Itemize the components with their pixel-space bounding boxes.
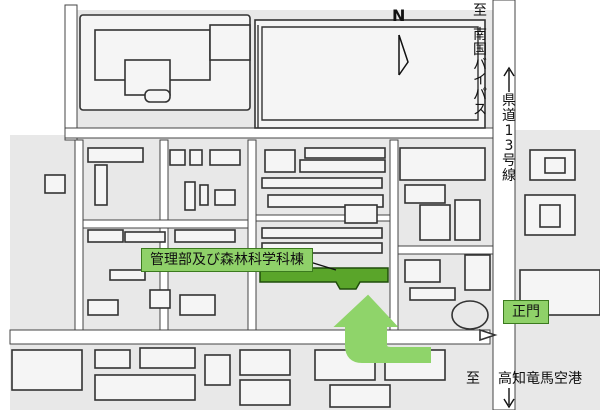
label-leader-line (309, 261, 337, 271)
route-arrow (333, 294, 431, 363)
north-road-arrow-icon (503, 66, 515, 92)
east-buildings (399, 147, 491, 301)
central-west-buildings (169, 149, 241, 316)
north-to-label: 至 (473, 3, 487, 19)
north-arrow-icon (398, 34, 409, 76)
gate-roundabout (451, 300, 498, 342)
central-buildings (261, 147, 386, 254)
north-label: N (392, 6, 406, 25)
building-label: 管理部及び森林科学科棟 (141, 248, 313, 272)
north-destination: 南国バイパス (473, 27, 487, 118)
south-buildings (11, 347, 446, 408)
north-complex (79, 14, 486, 129)
west-buildings (44, 147, 171, 316)
south-destination: 高知竜馬空港 (498, 371, 582, 387)
road-name: 県道13号線 (502, 93, 516, 184)
highlighted-building (259, 267, 389, 290)
south-to-label: 至 (466, 371, 480, 387)
main-gate-label: 正門 (503, 300, 549, 324)
south-road-arrow-icon (503, 388, 515, 409)
off-campus-east (519, 149, 600, 316)
